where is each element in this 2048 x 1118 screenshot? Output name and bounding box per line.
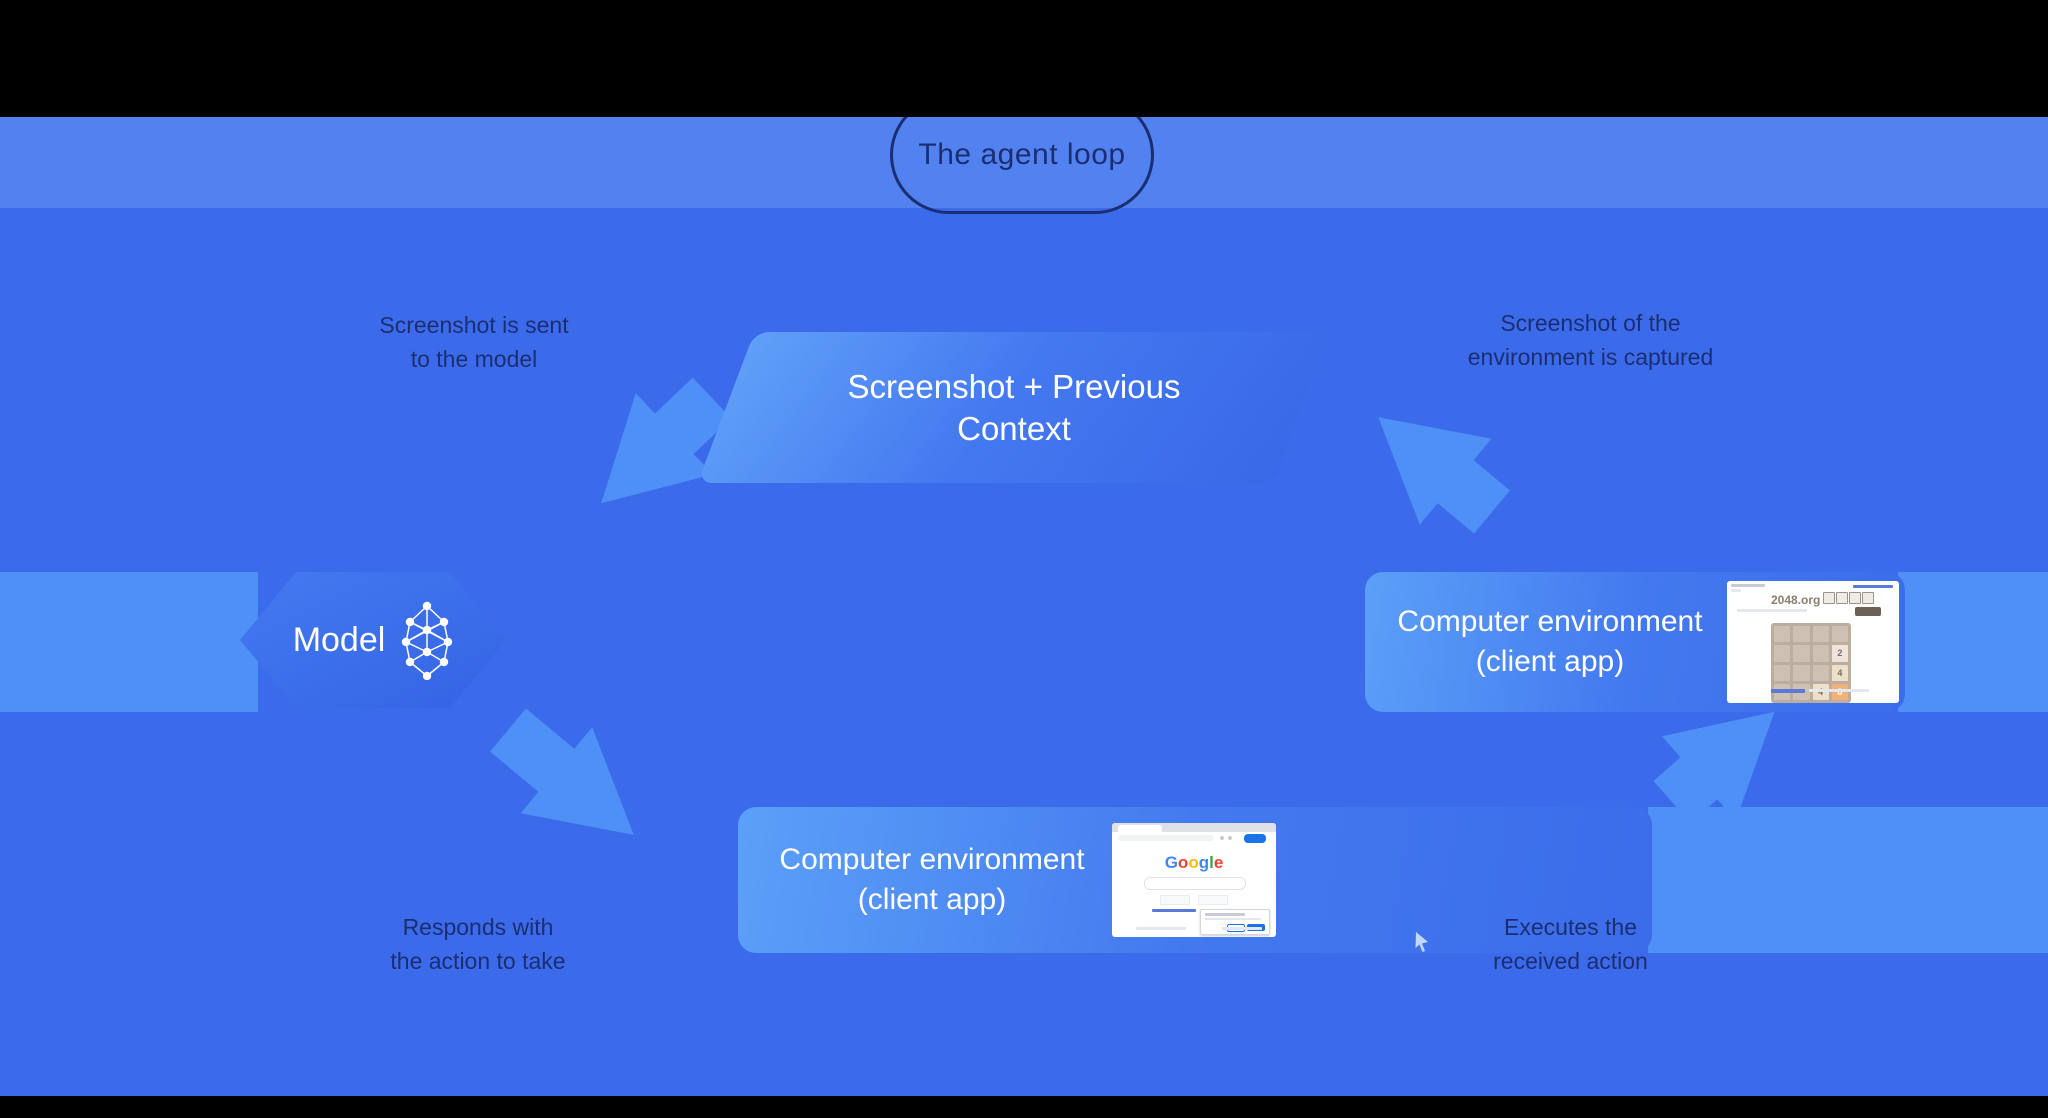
computer-environment-bottom: Computer environment (client app) Google <box>738 807 1652 953</box>
thumbnail-google-homepage: Google <box>1112 823 1276 937</box>
label-br-line1: Executes the <box>1504 914 1637 940</box>
game-site-title: 2048.org <box>1771 593 1821 607</box>
browser-url-bar <box>1118 835 1214 841</box>
model-node: Model <box>238 570 508 710</box>
label-br-line2: received action <box>1493 948 1648 974</box>
game-tile: 4 <box>1831 664 1848 681</box>
bottom-ribbon-band <box>1648 807 2048 953</box>
top-ribbon-band <box>0 117 2048 208</box>
label-model-to-env: Responds with the action to take <box>348 910 608 978</box>
game-tile: 2 <box>1831 645 1848 662</box>
context-line2: Context <box>957 409 1071 447</box>
thumbnail-2048-game: 2048.org 2 4 4 8 <box>1727 581 1899 703</box>
env-bottom-line2: (client app) <box>857 883 1007 916</box>
label-screenshot-to-model: Screenshot is sent to the model <box>344 308 604 376</box>
model-hexagon <box>240 572 506 708</box>
cursor-icon <box>1415 932 1428 952</box>
label-bl-line1: Responds with <box>402 914 554 940</box>
label-tl-line2: to the model <box>410 346 538 372</box>
score-box <box>1849 592 1861 604</box>
score-box <box>1862 592 1874 604</box>
search-button <box>1160 895 1190 905</box>
score-box <box>1823 592 1835 604</box>
score-box <box>1836 592 1848 604</box>
arrow-model-to-env <box>490 708 634 835</box>
new-game-button <box>1855 607 1881 616</box>
model-label: Model <box>292 620 386 659</box>
label-env-executes: Executes the received action <box>1448 910 1693 978</box>
label-tr-line1: Screenshot of the <box>1500 310 1681 336</box>
neural-network-icon <box>402 601 453 680</box>
browser-chrome <box>1112 823 1276 832</box>
label-tl-line1: Screenshot is sent <box>379 312 569 338</box>
env-bottom-label: Computer environment (client app) <box>762 840 1102 920</box>
label-bl-line2: the action to take <box>390 948 566 974</box>
google-logo: Google <box>1164 853 1224 872</box>
arrow-env-to-env <box>1653 711 1775 824</box>
letterbox-bottom <box>0 1096 2048 1118</box>
search-input <box>1144 877 1246 890</box>
screenshot-context-node: Screenshot + Previous Context <box>726 332 1302 483</box>
context-line1: Screenshot + Previous <box>847 367 1181 405</box>
browser-tab <box>1118 825 1162 832</box>
arrow-env-to-context <box>1378 417 1510 534</box>
label-env-to-screenshot: Screenshot of the environment is capture… <box>1448 306 1733 374</box>
cookie-dialog <box>1200 909 1270 935</box>
letterbox-top <box>0 0 2048 117</box>
env-right-line1: Computer environment <box>1397 605 1703 638</box>
env-right-label: Computer environment (client app) <box>1375 602 1725 682</box>
arrow-context-to-model <box>601 377 732 504</box>
env-bottom-line1: Computer environment <box>779 843 1085 876</box>
env-right-line2: (client app) <box>1475 645 1625 678</box>
lucky-button <box>1198 895 1228 905</box>
diagram-title: The agent loop <box>918 138 1126 171</box>
left-ribbon-band <box>0 572 258 712</box>
sign-in-button <box>1244 834 1266 843</box>
label-tr-line2: environment is captured <box>1467 344 1714 370</box>
computer-environment-right: Computer environment (client app) 2048.o… <box>1365 572 1905 712</box>
right-ribbon-band <box>1898 572 2048 712</box>
